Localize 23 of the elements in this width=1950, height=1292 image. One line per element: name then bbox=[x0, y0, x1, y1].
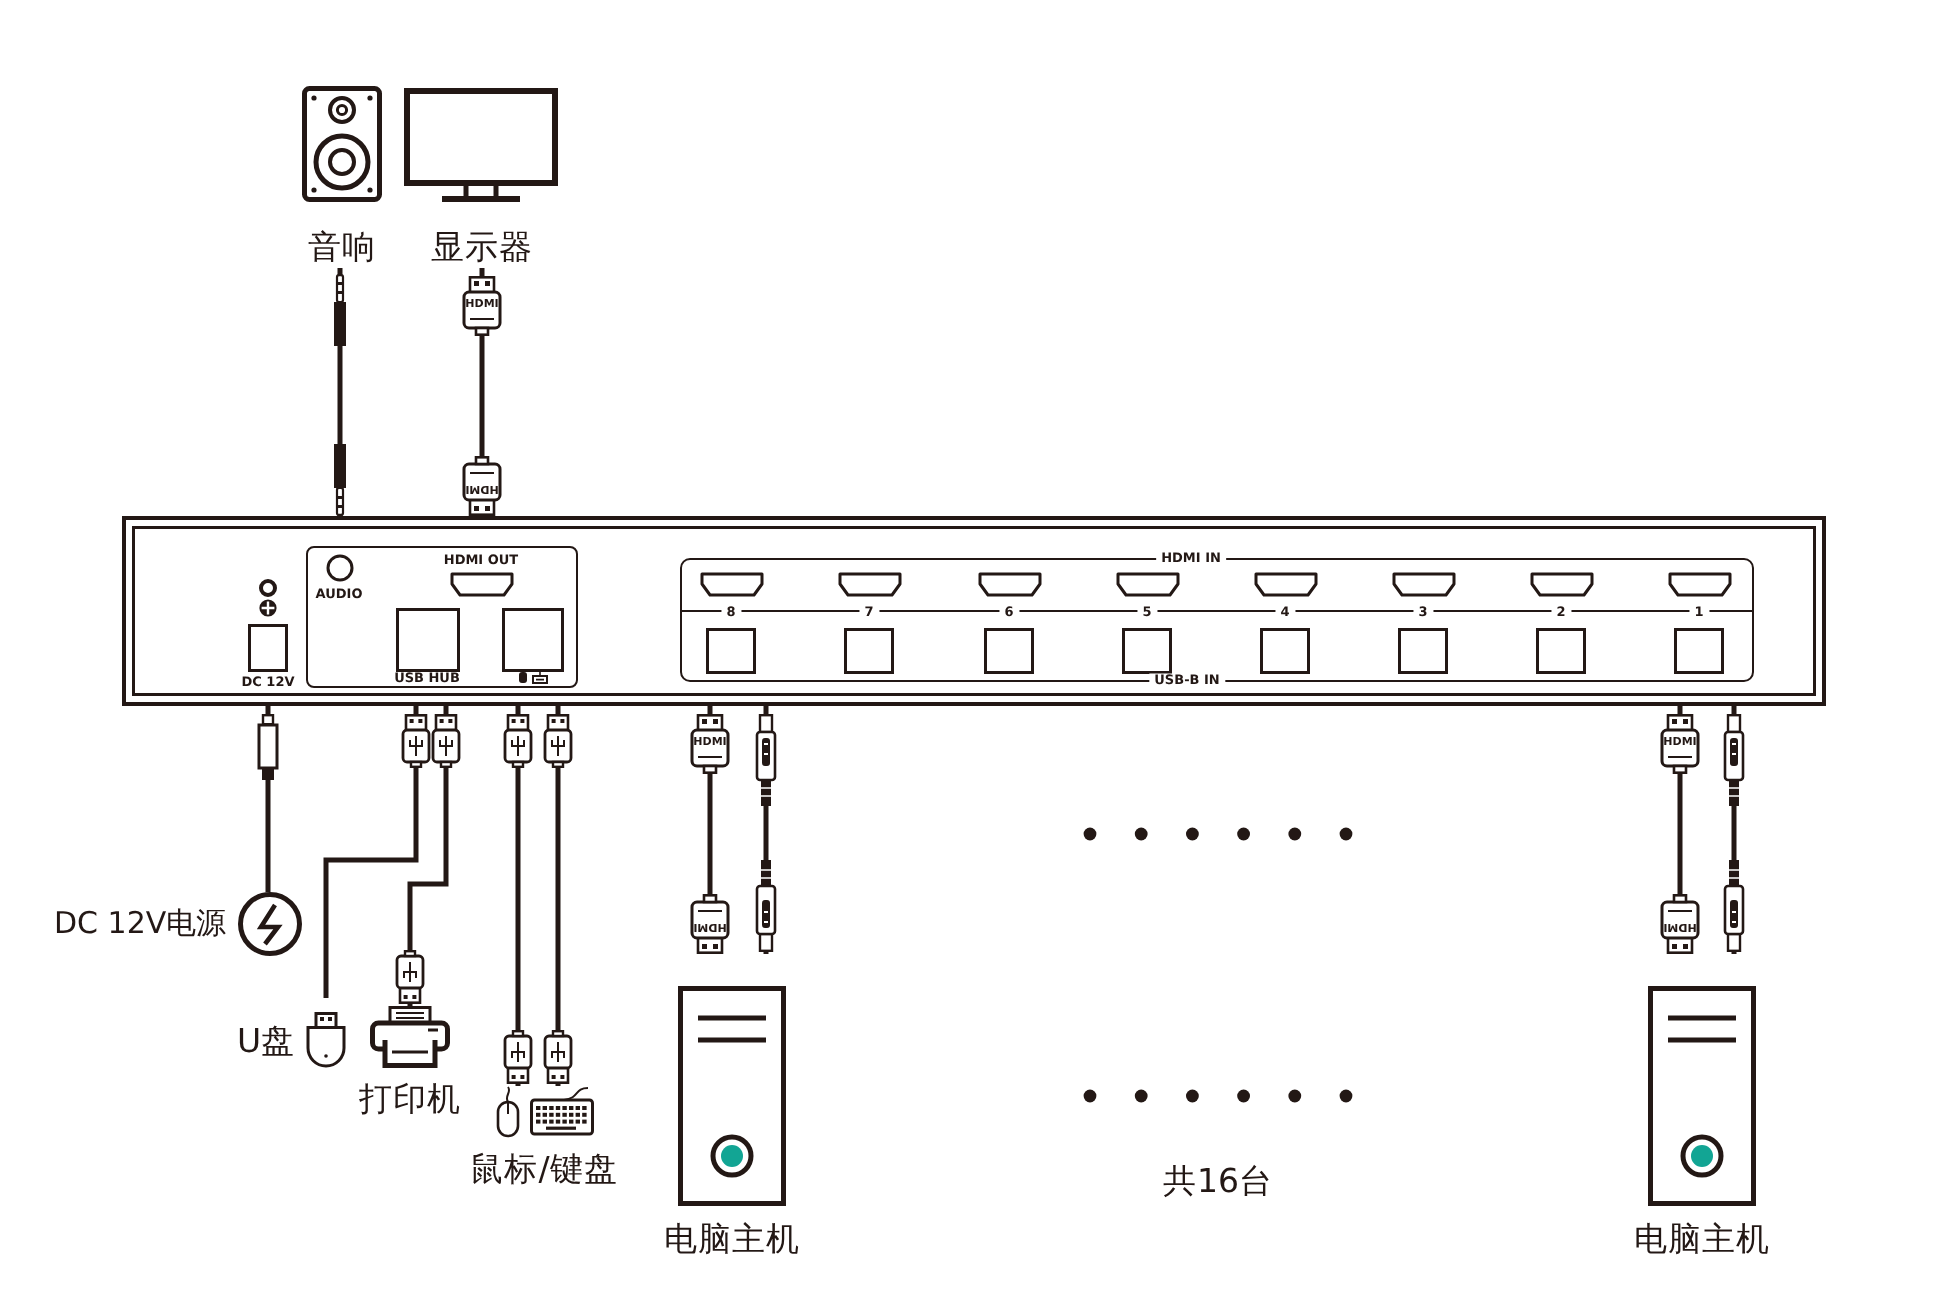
cable bbox=[755, 706, 777, 954]
device-label: U盘 bbox=[236, 1025, 296, 1059]
cable bbox=[257, 706, 279, 892]
cable bbox=[503, 706, 533, 1086]
device-label: 电脑主机 bbox=[664, 1223, 800, 1257]
device-label: 显示器 bbox=[431, 231, 533, 265]
cable bbox=[395, 706, 461, 1006]
count-label: 共16台 bbox=[1163, 1165, 1273, 1199]
cable bbox=[462, 268, 502, 516]
device-label: 音响 bbox=[308, 231, 376, 265]
device-label: 电脑主机 bbox=[1634, 1223, 1770, 1257]
cable bbox=[690, 706, 730, 954]
switch-panel bbox=[122, 516, 1826, 706]
device-label: DC 12V电源 bbox=[54, 909, 227, 939]
cable bbox=[323, 706, 431, 998]
device-label: 鼠标/键盘 bbox=[470, 1153, 618, 1187]
port-group-box bbox=[680, 558, 1754, 682]
cable bbox=[332, 268, 348, 516]
device-label: 打印机 bbox=[359, 1083, 461, 1117]
cable bbox=[1660, 706, 1700, 954]
port-group-box bbox=[306, 546, 578, 688]
cable bbox=[543, 706, 573, 1086]
cable bbox=[1723, 706, 1745, 954]
